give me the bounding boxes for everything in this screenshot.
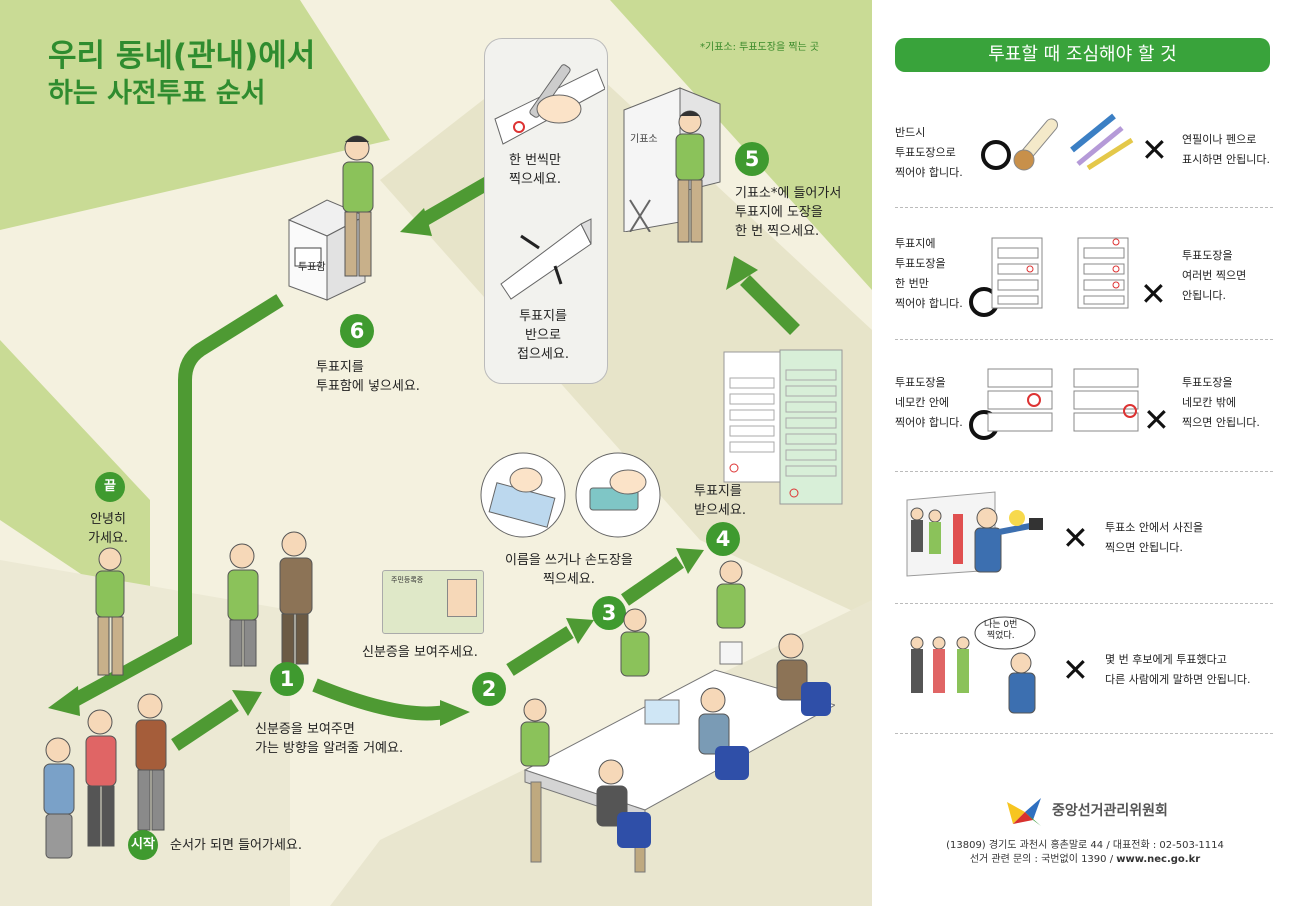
cautions-title: 투표할 때 조심해야 할 것: [895, 38, 1270, 72]
caution4-text: 투표소 안에서 사진을 찍으면 안됩니다.: [1105, 521, 1204, 554]
photo-taking-illustration: [906, 491, 1043, 577]
start-text: 순서가 되면 들어가세요.: [170, 838, 302, 853]
step1-badge: 1: [270, 662, 304, 696]
wrong-mark-3: ✕: [1143, 401, 1170, 439]
leaving-voter: [95, 547, 125, 676]
org-address: (13809) 경기도 과천시 홍촌말로 44 / 대표전화 : 02-503-…: [946, 840, 1224, 851]
voter-in-booth: [675, 110, 705, 243]
stamp-outside-box: [1073, 368, 1139, 432]
step6-text: 투표지를 투표함에 넣으세요.: [316, 360, 420, 394]
ballot-multi-stamp: [1077, 237, 1129, 309]
caution3-left-text: 투표도장을 네모칸 안에 찍어야 합니다.: [895, 376, 963, 429]
step5-badge: 5: [735, 142, 769, 176]
page-title: 우리 동네(관내)에서 하는 사전투표 순서: [48, 36, 315, 112]
id-card-text: 신분증을 보여주세요.: [362, 645, 478, 660]
step5-text: 기표소*에 들어가서 투표지에 도장을 한 번 찍으세요.: [735, 186, 842, 239]
separator-3: [895, 471, 1273, 472]
voter-ballot-box: [342, 135, 374, 277]
voting-steps-panel: 우리 동네(관내)에서 하는 사전투표 순서 *기표소: 투표도장을 찍는 곳 …: [0, 0, 872, 906]
stamp-icon: [1013, 118, 1058, 171]
fold-ballot-illustration: [500, 218, 592, 300]
stamp-hand-illustration: [494, 64, 605, 145]
end-text: 안녕히 가세요.: [88, 512, 129, 546]
caution1-left-text: 반드시 투표도장으로 찍어야 합니다.: [895, 126, 963, 179]
step3-badge: 3: [592, 596, 626, 630]
ballot-papers: [723, 349, 843, 505]
end-badge: 끝: [95, 472, 125, 502]
separator-2: [895, 339, 1273, 340]
id-card-title: 주민등록증: [391, 576, 424, 584]
separator-1: [895, 207, 1273, 208]
separator-4: [895, 603, 1273, 604]
footnote: *기표소: 투표도장을 찍는 곳: [700, 42, 820, 53]
start-badge: 시작: [128, 830, 158, 860]
separator-5: [895, 733, 1273, 734]
id-photo: [447, 579, 477, 617]
waiting-voters: [43, 693, 167, 859]
caution1-right-text: 연필이나 펜으로 표시하면 안됩니다.: [1182, 133, 1270, 166]
correct-mark-1: [981, 140, 1011, 170]
voter-and-guide: [227, 531, 313, 667]
step1-text: 신분증을 보여주면 가는 방향을 알려줄 거예요.: [255, 722, 404, 756]
instruction-bubble: 한 번씩만 찍으세요. 투표지를 반으로 접으세요.: [484, 38, 608, 384]
org-contact-prefix: 선거 관련 문의 : 국번없이 1390 /: [969, 854, 1117, 865]
nec-logo-icon: [1007, 798, 1041, 826]
ballot-single-stamp: [991, 237, 1043, 309]
stamp-inside-box: [987, 368, 1053, 432]
caution2-right-text: 투표도장을 여러번 찍으면 안됩니다.: [1182, 249, 1247, 302]
step4-badge: 4: [706, 522, 740, 556]
telling-vote-illustration: [910, 616, 1036, 714]
booth-label: 기표소: [630, 134, 658, 145]
wrong-mark-2: ✕: [1140, 275, 1167, 313]
title-line2: 하는 사전투표 순서: [48, 78, 266, 109]
fold-text: 투표지를 반으로 접으세요.: [517, 309, 569, 362]
step6-badge: 6: [340, 314, 374, 348]
stamp-once-text: 한 번씩만 찍으세요.: [509, 153, 561, 187]
signature-illustration: [480, 452, 661, 538]
id-card-illustration: 주민등록증: [382, 570, 484, 634]
caution5-bubble-text: 나는 0번 찍었다.: [984, 620, 1018, 641]
caution2-left-text: 투표지에 투표도장을 한 번만 찍어야 합니다.: [895, 237, 963, 310]
wrong-mark-1: ✕: [1141, 131, 1168, 169]
polling-desk-scene: [520, 560, 835, 873]
cautions-panel: [872, 0, 1305, 906]
org-name: 중앙선거관리위원회: [1052, 803, 1168, 819]
step2-badge: 2: [472, 672, 506, 706]
org-contact: 선거 관련 문의 : 국번없이 1390 / www.nec.go.kr: [940, 852, 1230, 867]
pen-pencil-icon: [1070, 113, 1134, 171]
org-website[interactable]: www.nec.go.kr: [1116, 854, 1201, 865]
ballot-box-label: 투표함: [298, 262, 326, 273]
step4-text: 투표지를 받으세요.: [694, 484, 746, 518]
step3-text: 이름을 쓰거나 손도장을 찍으세요.: [505, 553, 633, 587]
title-line1: 우리 동네(관내)에서: [48, 38, 316, 74]
wrong-mark-5: ✕: [1062, 651, 1089, 689]
wrong-mark-4: ✕: [1062, 519, 1089, 557]
caution5-text: 몇 번 후보에게 투표했다고 다른 사람에게 말하면 안됩니다.: [1105, 653, 1251, 686]
caution3-right-text: 투표도장을 네모칸 밖에 찍으면 안됩니다.: [1182, 376, 1260, 429]
